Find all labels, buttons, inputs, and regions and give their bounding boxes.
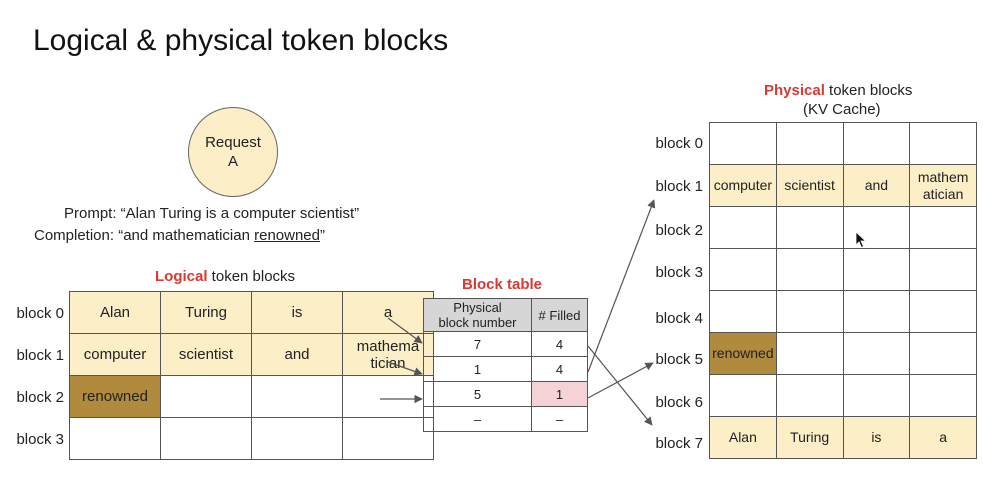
token-cell xyxy=(709,122,777,165)
physical-row-label: block 3 xyxy=(655,264,703,281)
token-cell xyxy=(909,374,977,417)
filled-count: 4 xyxy=(531,331,588,357)
logical-heading: Logical token blocks xyxy=(155,268,295,285)
logical-row-label: block 0 xyxy=(16,305,64,322)
physical-row-label: block 2 xyxy=(655,222,703,239)
token-cell: renowned xyxy=(69,375,161,418)
mouse-cursor-icon xyxy=(855,231,867,249)
token-cell: and xyxy=(842,164,911,207)
token-cell: scientist xyxy=(160,333,252,376)
filled-count: 1 xyxy=(531,381,588,407)
token-cell: computer xyxy=(709,164,777,207)
block-table: Physical block number # Filled 7 4 1 4 5… xyxy=(423,298,588,432)
token-cell xyxy=(842,248,911,291)
arrow-logical0-to-table xyxy=(387,317,423,344)
token-cell: a xyxy=(909,416,977,459)
token-cell: mathem atician xyxy=(909,164,977,207)
arrow-table-to-physical5 xyxy=(587,362,654,399)
physical-block-row xyxy=(709,374,977,417)
token-cell: a xyxy=(342,291,434,334)
request-label: Request A xyxy=(205,134,261,170)
physical-block-number: 7 xyxy=(423,331,532,357)
logical-block-row: computer scientist and mathema tician xyxy=(69,333,434,376)
completion-underlined: renowned xyxy=(254,227,320,244)
token-cell xyxy=(342,417,434,460)
token-cell xyxy=(251,417,343,460)
logical-row-label: block 2 xyxy=(16,389,64,406)
physical-block-number: – xyxy=(423,406,532,432)
token-cell: is xyxy=(251,291,343,334)
physical-block-row xyxy=(709,122,977,165)
token-cell: and xyxy=(251,333,343,376)
logical-blocks-table: Alan Turing is a computer scientist and … xyxy=(69,291,434,460)
arrow-table-to-physical1 xyxy=(587,199,656,373)
physical-row-label: block 6 xyxy=(655,394,703,411)
block-table-row: 7 4 xyxy=(423,331,588,357)
token-cell: Turing xyxy=(775,416,844,459)
token-cell xyxy=(160,375,252,418)
token-cell xyxy=(909,122,977,165)
token-cell xyxy=(909,332,977,375)
logical-block-row xyxy=(69,417,434,460)
token-cell xyxy=(909,206,977,249)
filled-count: – xyxy=(531,406,588,432)
token-cell xyxy=(775,248,844,291)
token-cell: is xyxy=(842,416,911,459)
physical-block-row xyxy=(709,290,977,333)
physical-row-label: block 1 xyxy=(655,178,703,195)
physical-heading-accent: Physical xyxy=(764,82,825,99)
logical-block-row: renowned xyxy=(69,375,434,418)
physical-block-row: renowned xyxy=(709,332,977,375)
physical-block-row xyxy=(709,248,977,291)
logical-block-row: Alan Turing is a xyxy=(69,291,434,334)
physical-row-label: block 4 xyxy=(655,310,703,327)
token-cell: Alan xyxy=(69,291,161,334)
physical-row-label: block 7 xyxy=(655,435,703,452)
physical-subheading: (KV Cache) xyxy=(803,101,881,118)
physical-block-row xyxy=(709,206,977,249)
physical-row-label: block 0 xyxy=(655,135,703,152)
completion-prefix: Completion: “and mathematician xyxy=(34,227,255,244)
physical-heading-rest: token blocks xyxy=(824,82,913,99)
logical-heading-accent: Logical xyxy=(155,268,208,285)
arrow-logical1-to-table xyxy=(387,361,423,376)
logical-row-label: block 1 xyxy=(16,347,64,364)
page-title: Logical & physical token blocks xyxy=(33,24,449,57)
completion-text: Completion: “and mathematician renowned” xyxy=(34,227,325,244)
block-table-header-row: Physical block number # Filled xyxy=(423,298,588,332)
token-cell: renowned xyxy=(709,332,777,375)
block-table-row: – – xyxy=(423,406,588,432)
token-cell: Alan xyxy=(709,416,777,459)
col-header-filled: # Filled xyxy=(531,298,588,332)
request-node: Request A xyxy=(188,107,278,197)
physical-block-row: computer scientist and mathem atician xyxy=(709,164,977,207)
logical-row-label: block 3 xyxy=(16,431,64,448)
token-cell: Turing xyxy=(160,291,252,334)
token-cell xyxy=(909,290,977,333)
completion-suffix: ” xyxy=(320,227,325,244)
token-cell: computer xyxy=(69,333,161,376)
physical-block-row: Alan Turing is a xyxy=(709,416,977,459)
token-cell xyxy=(909,248,977,291)
prompt-text: Prompt: “Alan Turing is a computer scien… xyxy=(64,205,360,222)
token-cell xyxy=(69,417,161,460)
token-cell xyxy=(709,290,777,333)
physical-blocks-table: computer scientist and mathem atician re… xyxy=(709,122,977,459)
logical-heading-rest: token blocks xyxy=(207,268,296,285)
col-header-physical-block-number: Physical block number xyxy=(423,298,532,332)
physical-row-label: block 5 xyxy=(655,351,703,368)
token-cell xyxy=(775,374,844,417)
arrow-table-to-physical7 xyxy=(587,345,653,426)
block-table-heading: Block table xyxy=(462,276,543,293)
physical-heading: Physical token blocks xyxy=(764,82,912,99)
